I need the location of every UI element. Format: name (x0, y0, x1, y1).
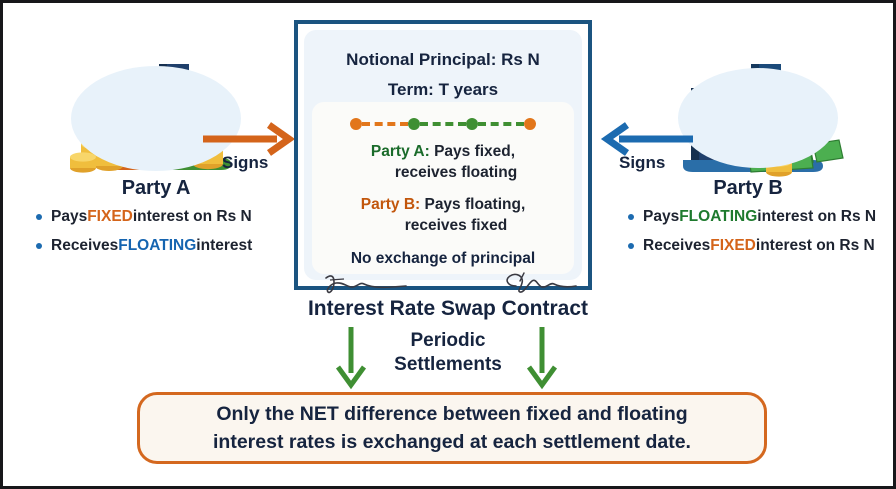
signs-arrow-left-icon (599, 121, 695, 162)
contract-party-b-line2: receives fixed (404, 216, 508, 234)
bullet-text-post: interest on Rs N (757, 208, 877, 225)
term-line: Term: T years (387, 80, 499, 99)
contract-card-inner: Notional Principal: Rs N Term: T years P… (304, 30, 582, 294)
timeline-node-green (466, 118, 478, 130)
bullet-text-highlight: FIXED (87, 208, 133, 225)
timeline-node-orange (350, 118, 362, 130)
signature-left-icon (320, 272, 412, 303)
bullet-text-pre: Pays (643, 208, 680, 225)
banner-text: Only the NET difference between fixed an… (199, 400, 705, 457)
bullet-dot-icon (36, 243, 42, 249)
banner-line-1: Only the NET difference between fixed an… (216, 402, 688, 425)
party-a-name: Party A (121, 177, 191, 199)
bullet-text-highlight: FLOATING (118, 237, 197, 254)
party-a-bullet-2: Receives FLOATING interest (36, 237, 252, 255)
signs-arrow-right-icon (201, 121, 297, 162)
timeline-segment-orange (362, 122, 408, 126)
party-a-bullet-1: Pays FIXED interest on Rs N (36, 208, 252, 226)
settlement-arrow-down-right-icon (524, 325, 560, 396)
signature-right-icon (494, 270, 586, 303)
periodic-line-1: Periodic (410, 330, 486, 351)
contract-party-a-label: Party A: (370, 143, 430, 160)
contract-caption: Interest Rate Swap Contract (307, 297, 589, 320)
bullet-text-pre: Pays (51, 208, 88, 225)
party-a-signs-label: Signs (222, 153, 269, 172)
timeline-node-orange (524, 118, 536, 130)
contract-party-a-line2: receives floating (394, 163, 518, 181)
contract-terms-panel (312, 102, 574, 274)
bullet-text-pre: Receives (51, 237, 119, 254)
party-b-name: Party B (713, 177, 783, 199)
contract-party-a-line1: Pays fixed, (429, 143, 516, 160)
bullet-dot-icon (628, 243, 634, 249)
periodic-settlements-label: Periodic Settlements (3, 329, 893, 377)
bullet-text-highlight: FLOATING (679, 208, 758, 225)
periodic-line-2: Settlements (394, 353, 502, 375)
settlement-arrow-down-left-icon (333, 325, 369, 396)
bullet-text-post: interest (196, 237, 253, 254)
contract-party-a-terms: Party A: Pays fixed, receives floating (304, 142, 582, 184)
bullet-dot-icon (628, 214, 634, 220)
party-a-illustration (61, 48, 251, 178)
bullet-text-post: interest on Rs N (755, 237, 875, 254)
illustration-backdrop (678, 68, 838, 168)
party-b-illustration (663, 48, 853, 178)
banner-line-2: interest rates is exchanged at each sett… (213, 431, 691, 453)
bullet-text-highlight: FIXED (710, 237, 756, 254)
swap-contract-card: Notional Principal: Rs N Term: T years P… (294, 20, 592, 294)
party-b-signs-label: Signs (619, 153, 666, 172)
bullet-dot-icon (36, 214, 42, 220)
swap-timeline (304, 118, 582, 130)
contract-party-b-line1: Pays floating, (420, 196, 526, 213)
notional-principal-line: Notional Principal: Rs N (346, 50, 540, 69)
timeline-segment-green (420, 122, 466, 126)
contract-party-b-label: Party B: (360, 196, 421, 213)
party-b-bullet-2: Receives FIXED interest on Rs N (628, 237, 875, 255)
timeline-node-green (408, 118, 420, 130)
party-b-bullet-1: Pays FLOATING interest on Rs N (628, 208, 876, 226)
no-exchange-of-principal-line: No exchange of principal (350, 250, 536, 267)
bullet-text-post: interest on Rs N (132, 208, 252, 225)
illustration-backdrop (71, 66, 241, 171)
bullet-text-pre: Receives (643, 237, 711, 254)
contract-party-b-terms: Party B: Pays floating, receives fixed (304, 195, 582, 237)
timeline-segment-green (478, 122, 524, 126)
net-difference-banner: Only the NET difference between fixed an… (137, 392, 767, 464)
